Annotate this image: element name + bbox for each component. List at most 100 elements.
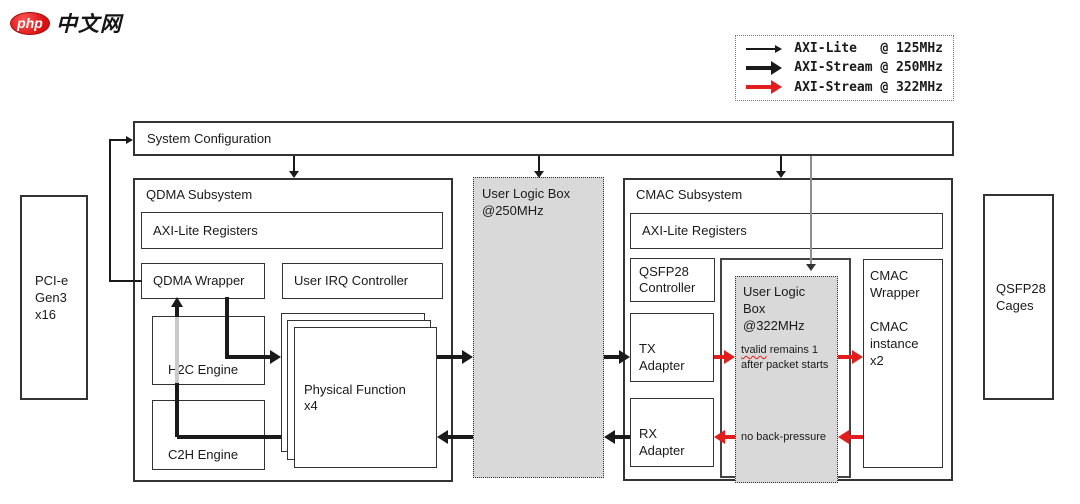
qdma-wrapper-block: QDMA Wrapper bbox=[141, 263, 265, 299]
arrowhead-down-icon bbox=[806, 264, 816, 271]
tvalid-annotation-word: tvalid bbox=[741, 344, 767, 356]
arrowhead-right-icon bbox=[270, 350, 281, 364]
user-irq-controller-block: User IRQ Controller bbox=[282, 263, 443, 299]
qsfp-cages-label-line: Cages bbox=[996, 298, 1034, 313]
legend-row-axi-stream-322: AXI-Stream @ 322MHz bbox=[746, 78, 943, 97]
user-irq-controller-label: User IRQ Controller bbox=[294, 273, 409, 288]
connector-sysconfig-to-ulb250 bbox=[538, 156, 540, 171]
stream-pf-to-wrapper-seg bbox=[177, 435, 281, 439]
site-logo: php 中文网 bbox=[10, 8, 122, 38]
arrowhead-right-icon bbox=[126, 136, 133, 144]
cmac-instance-label-line: CMAC bbox=[870, 319, 909, 334]
rx-adapter-label-line: RX bbox=[639, 426, 658, 441]
cmac-wrapper-label-line: Wrapper bbox=[870, 285, 920, 300]
php-logo-text: php bbox=[17, 15, 43, 31]
tx-adapter-label-line: TX bbox=[639, 341, 656, 356]
qsfp28-cages-block: QSFP28 Cages bbox=[983, 194, 1054, 400]
cmac-axi-lite-registers-label: AXI-Lite Registers bbox=[642, 223, 747, 238]
qsfp28-controller-label-line: Controller bbox=[639, 280, 696, 295]
arrowhead-left-icon bbox=[838, 430, 849, 444]
cmac-axi-lite-registers-block: AXI-Lite Registers bbox=[630, 213, 943, 249]
tx-annotation-line2: after packet starts bbox=[741, 359, 829, 371]
arrowhead-down-icon bbox=[534, 171, 544, 178]
connector-wrapper-to-sysconfig-seg bbox=[109, 139, 111, 282]
c2h-engine-label: C2H Engine bbox=[168, 447, 239, 462]
tx-annotation-rest: remains 1 bbox=[766, 344, 819, 356]
arrowhead-right-icon bbox=[619, 350, 630, 364]
connector-wrapper-to-sysconfig-seg bbox=[109, 139, 127, 141]
cmac-instance-label-line: instance bbox=[870, 336, 919, 351]
cmac-instance-label-line: x2 bbox=[870, 353, 884, 368]
user-logic-box-250-label-line: @250MHz bbox=[482, 203, 544, 218]
physical-function-block: Physical Function x4 bbox=[294, 327, 437, 468]
pcie-label-line: PCI-e bbox=[35, 273, 69, 288]
stream-faded-overlay bbox=[175, 317, 179, 383]
arrowhead-down-icon bbox=[776, 171, 786, 178]
cmac-wrapper-label-line: CMAC bbox=[870, 268, 909, 283]
system-configuration-block: System Configuration bbox=[133, 121, 954, 156]
legend-label: AXI-Stream @ 250MHz bbox=[794, 60, 943, 76]
user-logic-box-322-block: User Logic Box @322MHz tvalid remains 1 … bbox=[735, 276, 838, 483]
stream-cmacwrapper-to-ulb322 bbox=[849, 435, 863, 439]
user-logic-box-322-label-line: User Logic bbox=[743, 284, 806, 299]
h2c-engine-label: H2C Engine bbox=[168, 362, 239, 377]
connector-sysconfig-to-ulb322 bbox=[810, 156, 812, 264]
physical-function-label-line: Physical Function bbox=[304, 381, 406, 397]
qdma-axi-lite-registers-block: AXI-Lite Registers bbox=[141, 212, 443, 249]
system-configuration-label: System Configuration bbox=[147, 130, 272, 146]
rx-adapter-label-line: Adapter bbox=[639, 443, 685, 458]
arrowhead-right-icon bbox=[462, 350, 473, 364]
thick-red-arrow-icon bbox=[746, 80, 786, 95]
tx-path-annotation: tvalid remains 1 after packet starts bbox=[741, 343, 828, 373]
pcie-label-line: Gen3 bbox=[35, 290, 67, 305]
rx-adapter-block: RX Adapter bbox=[630, 398, 714, 467]
tx-adapter-block: TX Adapter bbox=[630, 313, 714, 382]
legend-row-axi-lite: AXI-Lite @ 125MHz bbox=[746, 39, 943, 58]
arrowhead-left-icon bbox=[604, 430, 615, 444]
cmac-wrapper-block: CMAC Wrapper CMAC instance x2 bbox=[863, 259, 943, 468]
connector-wrapper-to-sysconfig-seg bbox=[109, 280, 142, 282]
qdma-subsystem-title: QDMA Subsystem bbox=[146, 187, 253, 202]
cmac-subsystem-title: CMAC Subsystem bbox=[636, 187, 743, 202]
stream-wrapper-to-pf-seg bbox=[225, 355, 270, 359]
user-logic-box-322-label-line: @322MHz bbox=[743, 318, 805, 333]
connector-sysconfig-to-qdma bbox=[293, 156, 295, 171]
user-logic-box-250-label-line: User Logic Box bbox=[482, 186, 571, 201]
stream-ulb250-to-pf bbox=[448, 435, 473, 439]
arrowhead-left-icon bbox=[437, 430, 448, 444]
stream-pf-to-ulb250 bbox=[437, 355, 462, 359]
thin-black-arrow-icon bbox=[746, 44, 786, 53]
arrowhead-right-icon bbox=[852, 350, 863, 364]
qsfp28-controller-block: QSFP28 Controller bbox=[630, 258, 715, 302]
pcie-block: PCI-e Gen3 x16 bbox=[20, 195, 88, 400]
user-logic-box-250-block: User Logic Box @250MHz bbox=[473, 177, 604, 478]
arrowhead-up-icon bbox=[171, 297, 183, 307]
stream-ulb322-to-cmacwrapper bbox=[838, 355, 852, 359]
rx-path-annotation: no back-pressure bbox=[741, 431, 826, 443]
arrowhead-down-icon bbox=[289, 171, 299, 178]
stream-ulb250-to-tx bbox=[604, 355, 619, 359]
stream-wrapper-to-pf-seg bbox=[225, 297, 229, 357]
site-name: 中文网 bbox=[56, 13, 122, 36]
user-logic-box-322-label-line: Box bbox=[743, 301, 766, 316]
connector-sysconfig-to-cmac bbox=[780, 156, 782, 171]
qsfp-cages-label-line: QSFP28 bbox=[996, 281, 1046, 296]
stream-ulb322-to-rx bbox=[725, 435, 735, 439]
arrowhead-left-icon bbox=[714, 430, 725, 444]
qdma-axi-lite-registers-label: AXI-Lite Registers bbox=[153, 222, 258, 238]
legend-row-axi-stream-250: AXI-Stream @ 250MHz bbox=[746, 58, 943, 77]
stream-tx-to-ulb322 bbox=[714, 355, 724, 359]
arrowhead-right-icon bbox=[724, 350, 735, 364]
pcie-label-line: x16 bbox=[35, 307, 56, 322]
qsfp28-controller-label-line: QSFP28 bbox=[639, 264, 689, 279]
physical-function-label-line: x4 bbox=[304, 397, 318, 413]
qdma-wrapper-label: QDMA Wrapper bbox=[153, 273, 245, 288]
php-logo-icon: php bbox=[10, 11, 50, 35]
stream-rx-to-ulb250 bbox=[615, 435, 630, 439]
thick-black-arrow-icon bbox=[746, 60, 786, 75]
tx-adapter-label-line: Adapter bbox=[639, 358, 685, 373]
legend-label: AXI-Stream @ 322MHz bbox=[794, 79, 943, 95]
legend-box: AXI-Lite @ 125MHz AXI-Stream @ 250MHz AX… bbox=[735, 35, 954, 101]
legend-label: AXI-Lite @ 125MHz bbox=[794, 41, 943, 57]
